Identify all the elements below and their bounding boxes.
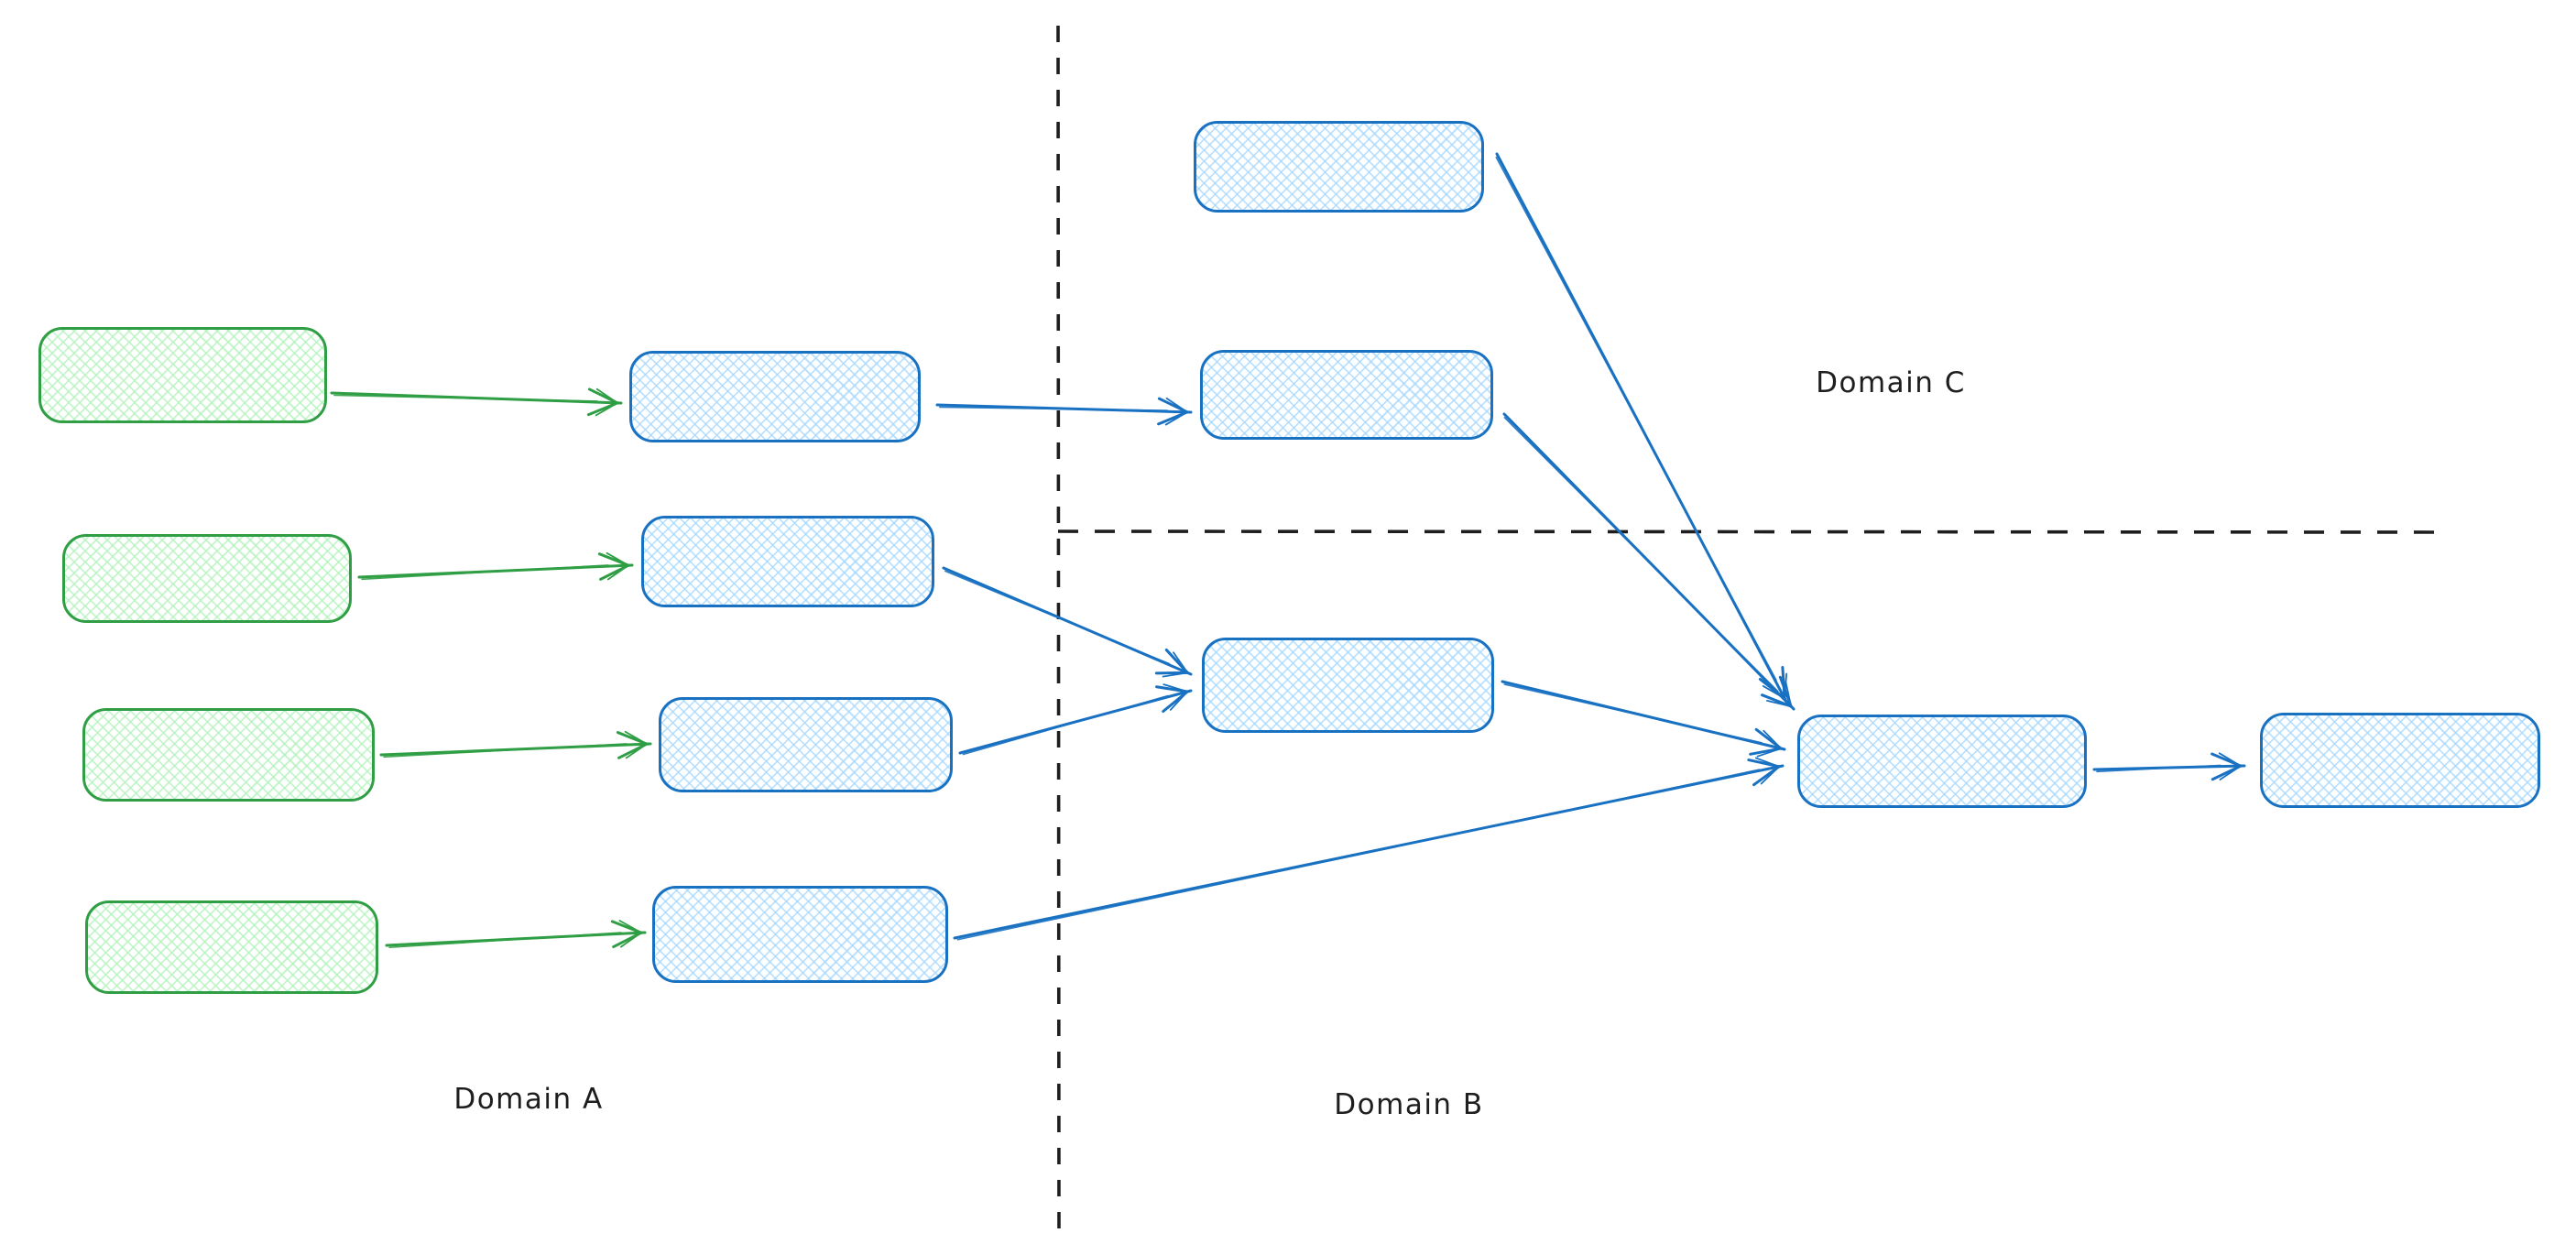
arrow-source4-to-process4[interactable] [385,920,647,949]
arrow-source3-to-process3[interactable] [379,730,652,759]
arrow-process3-to-bnode1[interactable] [958,683,1193,756]
horizontal-domain-divider[interactable] [1057,529,2447,534]
arrow-source1-to-process1[interactable] [330,387,623,417]
arrow-bnode1-to-merge[interactable] [1501,680,1786,758]
domain-b-output[interactable] [2260,713,2540,808]
arrow-cnode2-to-merge[interactable] [1502,412,1796,711]
arrow-source2-to-process2[interactable] [357,551,634,581]
arrow-merge-to-output[interactable] [2092,752,2246,781]
arrow-process4-to-merge[interactable] [953,757,1785,941]
domain-a-source-1[interactable] [38,327,327,423]
domain-b-label[interactable]: Domain B [1334,1088,1484,1121]
domain-a-process-3[interactable] [659,697,953,792]
domain-c-node-2[interactable] [1200,350,1493,440]
domain-b-merge[interactable] [1797,715,2087,808]
arrow-cnode1-to-merge[interactable] [1495,152,1788,704]
domain-a-process-1[interactable] [629,351,921,442]
domain-a-process-2[interactable] [641,516,934,607]
domain-a-source-4[interactable] [85,900,378,994]
domain-a-label[interactable]: Domain A [453,1083,604,1116]
domain-c-node-1[interactable] [1194,121,1484,213]
arrow-process1-to-cnode2[interactable] [935,397,1193,426]
vertical-domain-divider[interactable] [1056,25,1061,1243]
domain-a-source-2[interactable] [62,534,352,623]
domain-c-label[interactable]: Domain C [1816,366,1966,399]
domain-a-process-4[interactable] [652,886,948,983]
domain-b-node-1[interactable] [1202,638,1494,733]
domain-a-source-3[interactable] [82,708,375,802]
arrow-process2-to-bnode1[interactable] [942,566,1193,678]
